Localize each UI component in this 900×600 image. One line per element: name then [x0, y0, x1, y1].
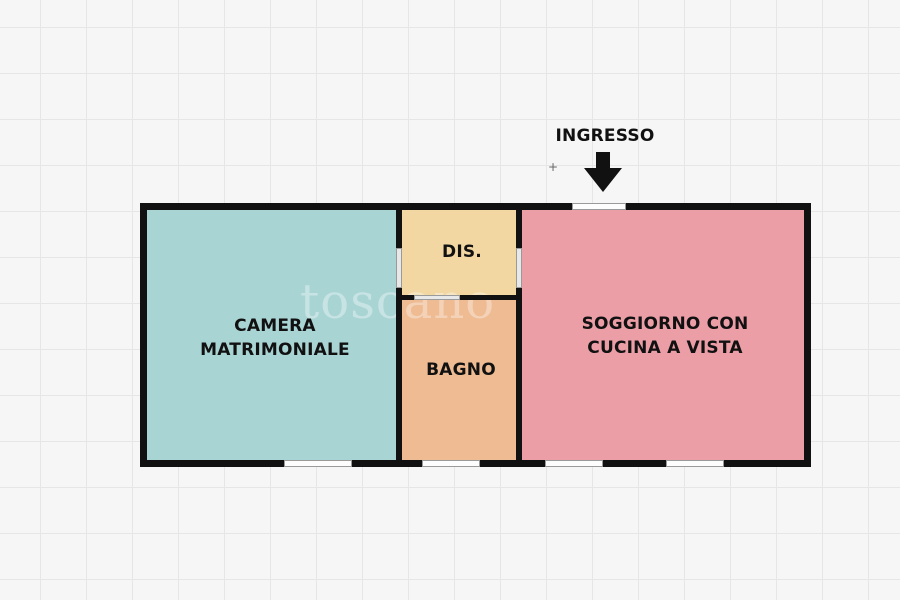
door-dis-soggiorno	[516, 248, 522, 288]
wall-soggiorno-divider	[516, 203, 522, 467]
room-disimpegno	[402, 209, 516, 296]
entrance-door	[572, 203, 626, 210]
label-dis: DIS.	[442, 242, 482, 262]
window-soggiorno-2	[666, 460, 724, 467]
door-dis-bagno	[414, 295, 460, 300]
room-bagno	[402, 299, 516, 461]
wall-top	[140, 203, 811, 210]
label-camera-matrimoniale: CAMERA MATRIMONIALE	[200, 316, 350, 360]
room-soggiorno-cucina	[522, 209, 806, 461]
window-bagno	[422, 460, 480, 467]
window-camera	[284, 460, 352, 467]
entrance-label: INGRESSO	[555, 126, 655, 146]
entrance-arrow-icon	[584, 152, 622, 192]
label-bagno: BAGNO	[426, 360, 496, 380]
label-soggiorno-cucina: SOGGIORNO CON CUCINA A VISTA	[581, 314, 749, 358]
wall-left	[140, 203, 147, 467]
room-camera-matrimoniale	[146, 209, 396, 461]
wall-right	[804, 203, 811, 467]
wall-camera-divider	[396, 203, 402, 467]
window-soggiorno-1	[545, 460, 603, 467]
crosshair-marker: +	[548, 160, 559, 174]
door-camera-dis	[396, 248, 402, 288]
